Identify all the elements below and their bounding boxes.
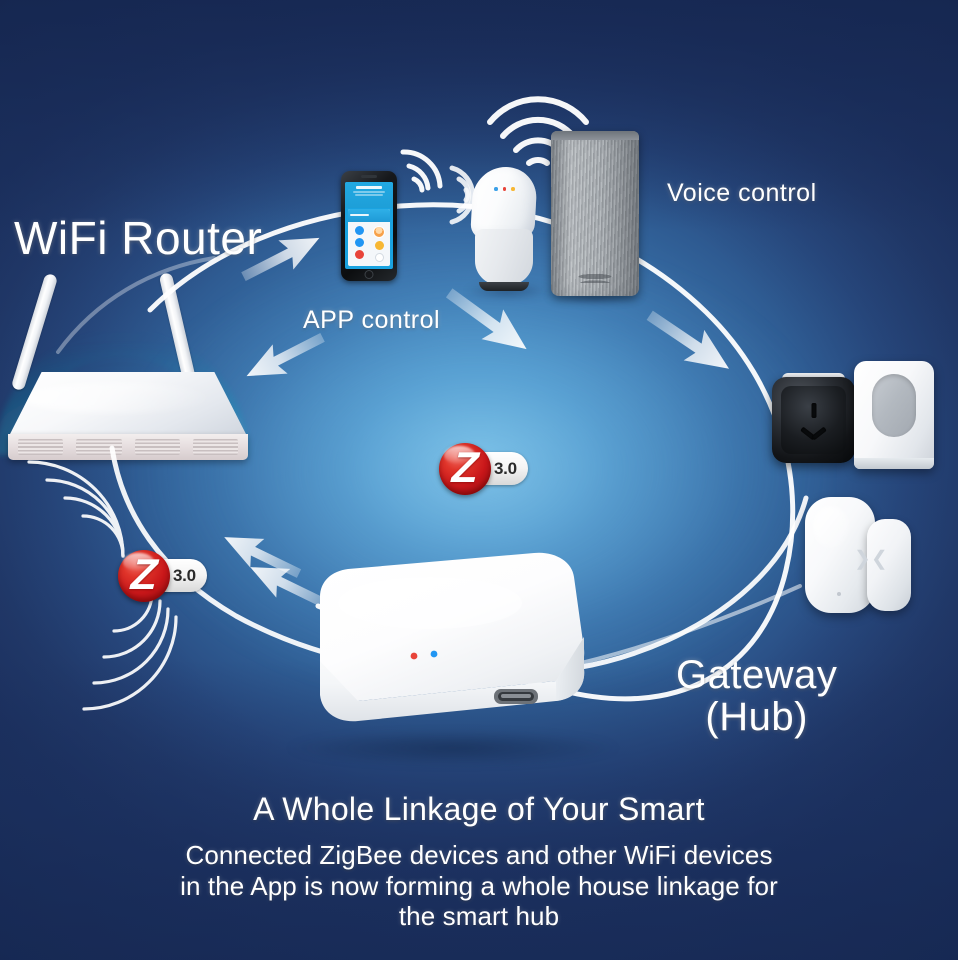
door-window-sensor-device: ❯ ❮ bbox=[805, 493, 933, 621]
hub-usb-port bbox=[494, 689, 538, 704]
gateway-hub-device bbox=[320, 552, 585, 722]
phone-body bbox=[341, 171, 397, 281]
google-home-speaker bbox=[468, 167, 540, 291]
smartphone-device bbox=[341, 171, 397, 281]
caption-body-line2: in the App is now forming a whole house … bbox=[180, 870, 778, 901]
gateway-hub-label: Gateway (Hub) bbox=[676, 654, 837, 738]
zigbee-version-label: 3.0 bbox=[494, 458, 517, 478]
caption-body: Connected ZigBee devices and other WiFi … bbox=[0, 840, 958, 932]
voice-control-label: Voice control bbox=[667, 179, 817, 207]
smart-plug-oval-panel bbox=[872, 374, 916, 437]
smart-plug-body bbox=[854, 361, 934, 469]
app-header bbox=[345, 182, 393, 209]
sensor-led-dot bbox=[837, 592, 841, 596]
amazon-logo-icon bbox=[578, 274, 612, 283]
app-device-grid bbox=[348, 222, 390, 266]
sensor-magnet-body bbox=[867, 519, 911, 611]
router-top-panel bbox=[8, 372, 248, 438]
google-home-leds bbox=[494, 187, 515, 191]
google-home-foot bbox=[479, 282, 529, 291]
hub-led-red bbox=[410, 652, 418, 660]
chevron-left-icon: ❮ bbox=[871, 548, 888, 570]
caption-block: A Whole Linkage of Your Smart Connected … bbox=[0, 791, 958, 932]
smart-plug-foot bbox=[854, 458, 934, 469]
zigbee-letter: Z bbox=[450, 443, 480, 492]
app-dashboard-card bbox=[348, 208, 390, 266]
phone-home-button bbox=[364, 270, 374, 279]
zigbee-badge-center: 3.0 Z bbox=[439, 443, 528, 495]
chevron-right-icon: ❯ bbox=[854, 548, 871, 570]
echo-top-rim bbox=[551, 131, 639, 140]
caption-title: A Whole Linkage of Your Smart bbox=[253, 790, 705, 827]
router-vents bbox=[8, 434, 248, 460]
echo-fabric-body bbox=[551, 131, 639, 296]
gateway-label-line1: Gateway bbox=[676, 653, 838, 697]
app-toolbar bbox=[348, 208, 390, 222]
socket-pin-top bbox=[811, 403, 816, 418]
caption-body-line1: Connected ZigBee devices and other WiFi … bbox=[185, 839, 773, 870]
app-control-label: APP control bbox=[303, 306, 441, 334]
socket-recess bbox=[781, 386, 846, 454]
zigbee-badge-left: 3.0 Z bbox=[118, 550, 207, 602]
zigbee-letter: Z bbox=[129, 550, 159, 599]
amazon-echo-speaker bbox=[551, 131, 639, 296]
smart-plug-device bbox=[854, 361, 934, 469]
caption-body-line3: the smart hub bbox=[398, 901, 560, 932]
wifi-router-device bbox=[0, 272, 260, 472]
gateway-hub-shadow bbox=[288, 730, 618, 766]
zigbee-version-label: 3.0 bbox=[173, 565, 196, 585]
phone-earpiece bbox=[361, 175, 377, 178]
gateway-label-line2: (Hub) bbox=[705, 695, 808, 739]
router-front-face bbox=[8, 434, 248, 460]
socket-pin-right bbox=[811, 426, 827, 441]
hub-led-blue bbox=[430, 650, 438, 658]
zigbee-logo-icon: Z bbox=[118, 550, 170, 602]
plug-front-face bbox=[772, 377, 855, 463]
zigbee-logo-icon: Z bbox=[439, 443, 491, 495]
phone-screen bbox=[345, 182, 393, 269]
wifi-router-label: WiFi Router bbox=[14, 212, 263, 264]
google-home-base bbox=[475, 229, 533, 285]
smart-plug-socket-device bbox=[772, 373, 855, 463]
